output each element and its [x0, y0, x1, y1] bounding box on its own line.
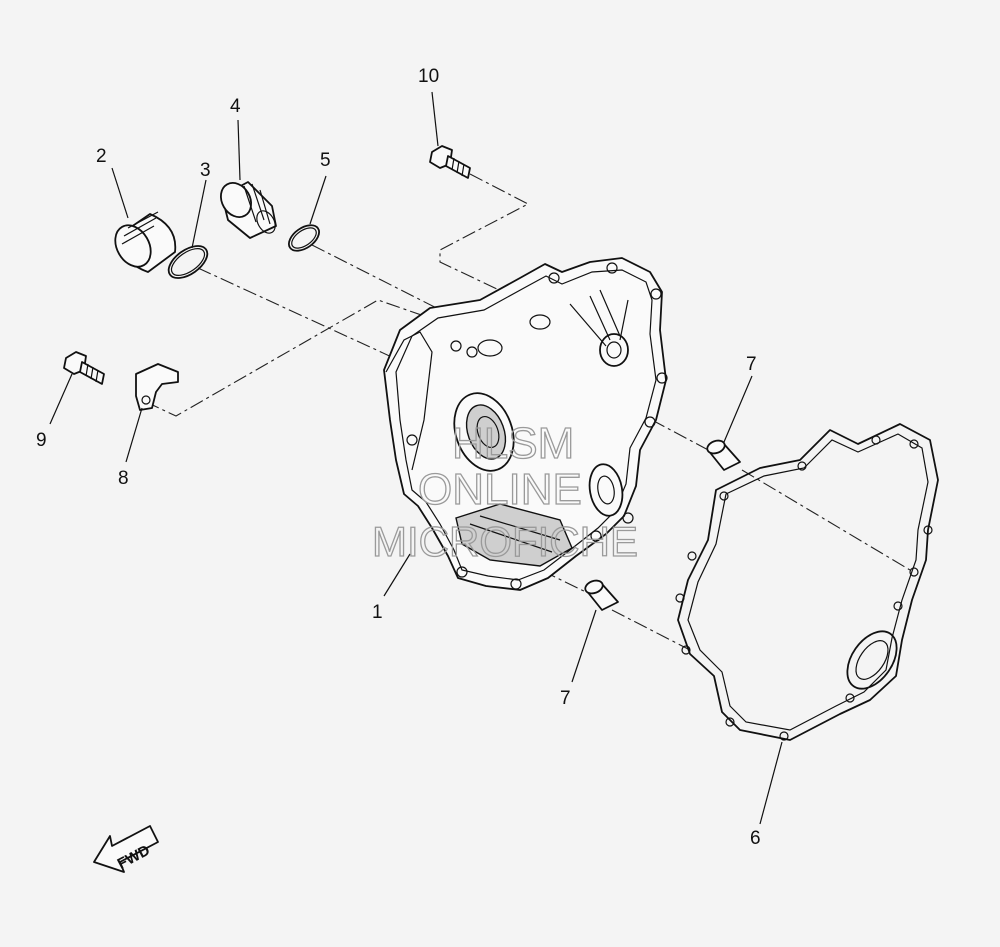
part-7-dowel-pin-upper[interactable] — [705, 438, 741, 471]
part-1-crankcase-cover[interactable] — [383, 257, 668, 591]
callout-labels: 1 2 3 4 5 6 7 7 8 9 10 — [36, 66, 761, 849]
part-7-dowel-pin-lower[interactable] — [583, 578, 619, 611]
callout-5: 5 — [320, 150, 331, 171]
callout-3: 3 — [200, 160, 211, 181]
gasket-bolt-holes — [675, 435, 933, 741]
part-4-threaded-plug[interactable] — [215, 177, 279, 239]
part-3-o-ring[interactable] — [163, 240, 213, 285]
callout-4: 4 — [230, 96, 241, 117]
callout-9: 9 — [36, 430, 47, 451]
callout-7-lower: 7 — [560, 688, 571, 709]
callout-2: 2 — [96, 146, 107, 167]
part-6-gasket[interactable] — [675, 423, 939, 741]
callout-1: 1 — [372, 602, 383, 623]
callout-6: 6 — [750, 828, 761, 849]
part-9-bolt[interactable] — [63, 351, 105, 385]
cover-bolt-holes — [406, 262, 668, 590]
part-5-o-ring[interactable] — [284, 220, 323, 256]
part-2-plug-cap[interactable] — [108, 211, 177, 273]
part-10-bolt[interactable] — [429, 145, 471, 179]
forward-direction-arrow: FWD — [93, 825, 159, 873]
watermark-line-1: HLSM — [452, 419, 574, 468]
callout-8: 8 — [118, 468, 129, 489]
watermark: HLSM ONLINE MICROFICHE — [371, 418, 638, 565]
callout-7-upper: 7 — [746, 354, 757, 375]
watermark-line-2: ONLINE — [418, 465, 582, 514]
callout-10: 10 — [418, 66, 439, 87]
leader-lines — [49, 91, 783, 825]
part-8-clamp[interactable] — [135, 363, 179, 411]
watermark-line-3: MICROFICHE — [372, 518, 638, 565]
